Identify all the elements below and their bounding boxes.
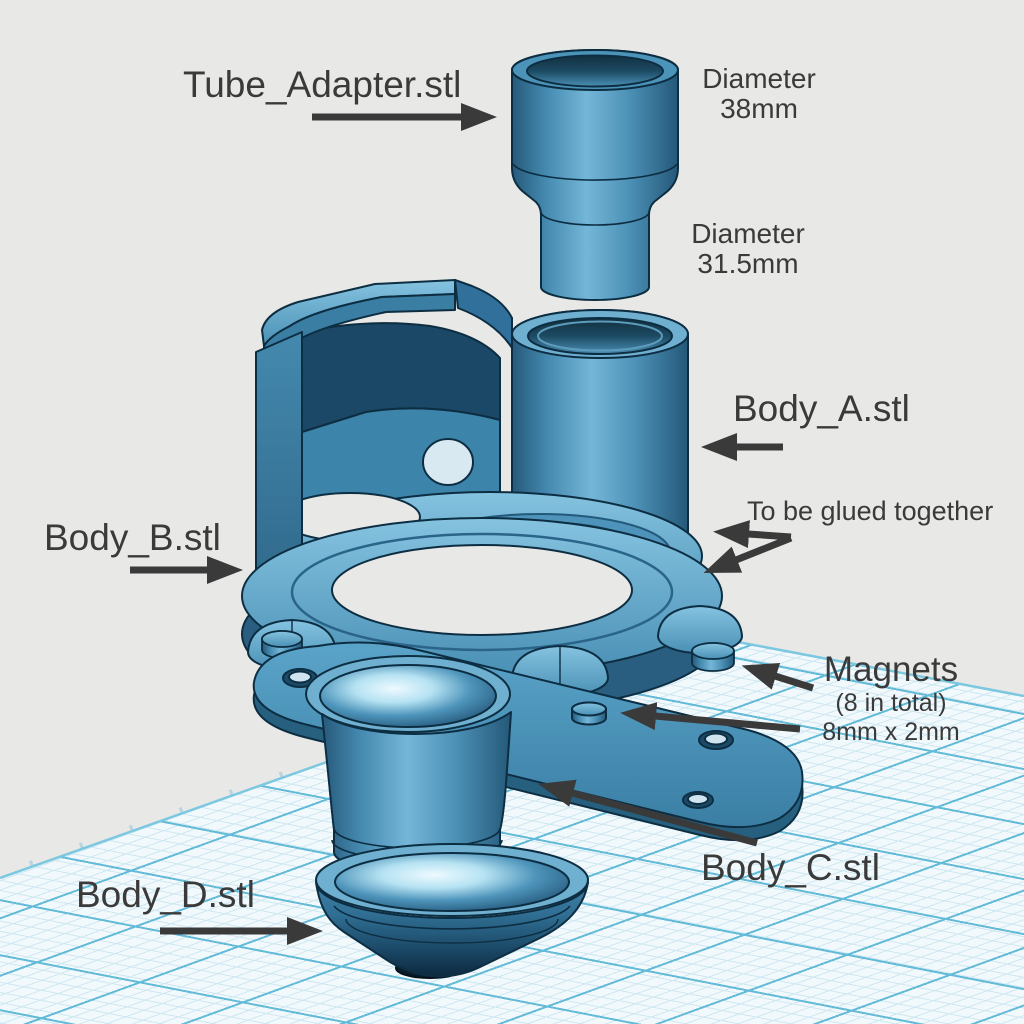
magnet xyxy=(571,701,607,726)
diameter-38-line2: 38mm xyxy=(720,93,798,125)
body-c-corner-hole xyxy=(698,730,734,750)
label-diameter-38: Diameter 38mm xyxy=(694,63,824,125)
body-c-corner-hole xyxy=(282,668,318,688)
label-body-d: Body_D.stl xyxy=(76,874,255,915)
body-d-model xyxy=(315,843,589,979)
diameter-38-line1: Diameter xyxy=(702,63,816,94)
label-diameter-31-5: Diameter 31.5mm xyxy=(678,218,818,280)
magnet xyxy=(691,642,735,672)
arrow-glued-upper xyxy=(713,520,792,549)
diameter-315-line2: 31.5mm xyxy=(697,248,799,280)
diameter-315-line1: Diameter xyxy=(691,218,805,249)
body-c-model xyxy=(252,641,804,874)
arrow-magnets-1 xyxy=(741,662,815,692)
magnets-title: Magnets xyxy=(823,650,959,689)
arrow-body-c xyxy=(538,779,758,847)
label-body-b: Body_B.stl xyxy=(44,517,221,558)
tube-adapter-model xyxy=(511,49,679,301)
magnets-size: 8mm x 2mm xyxy=(822,717,960,746)
body-b-opening xyxy=(331,544,633,636)
arrow-magnets-2 xyxy=(620,702,801,733)
body-a-web-hole xyxy=(422,438,474,486)
label-tube-adapter: Tube_Adapter.stl xyxy=(183,64,462,105)
label-glued-together: To be glued together xyxy=(747,496,994,526)
label-magnets: Magnets (8 in total) 8mm x 2mm xyxy=(800,650,982,746)
magnet-discs xyxy=(261,630,735,672)
label-body-c: Body_C.stl xyxy=(701,847,880,888)
label-body-a: Body_A.stl xyxy=(733,388,910,429)
arrow-glued-lower xyxy=(703,534,793,573)
callout-arrows xyxy=(130,103,815,945)
body-c-corner-hole xyxy=(682,791,714,809)
magnets-count: (8 in total) xyxy=(835,688,947,717)
